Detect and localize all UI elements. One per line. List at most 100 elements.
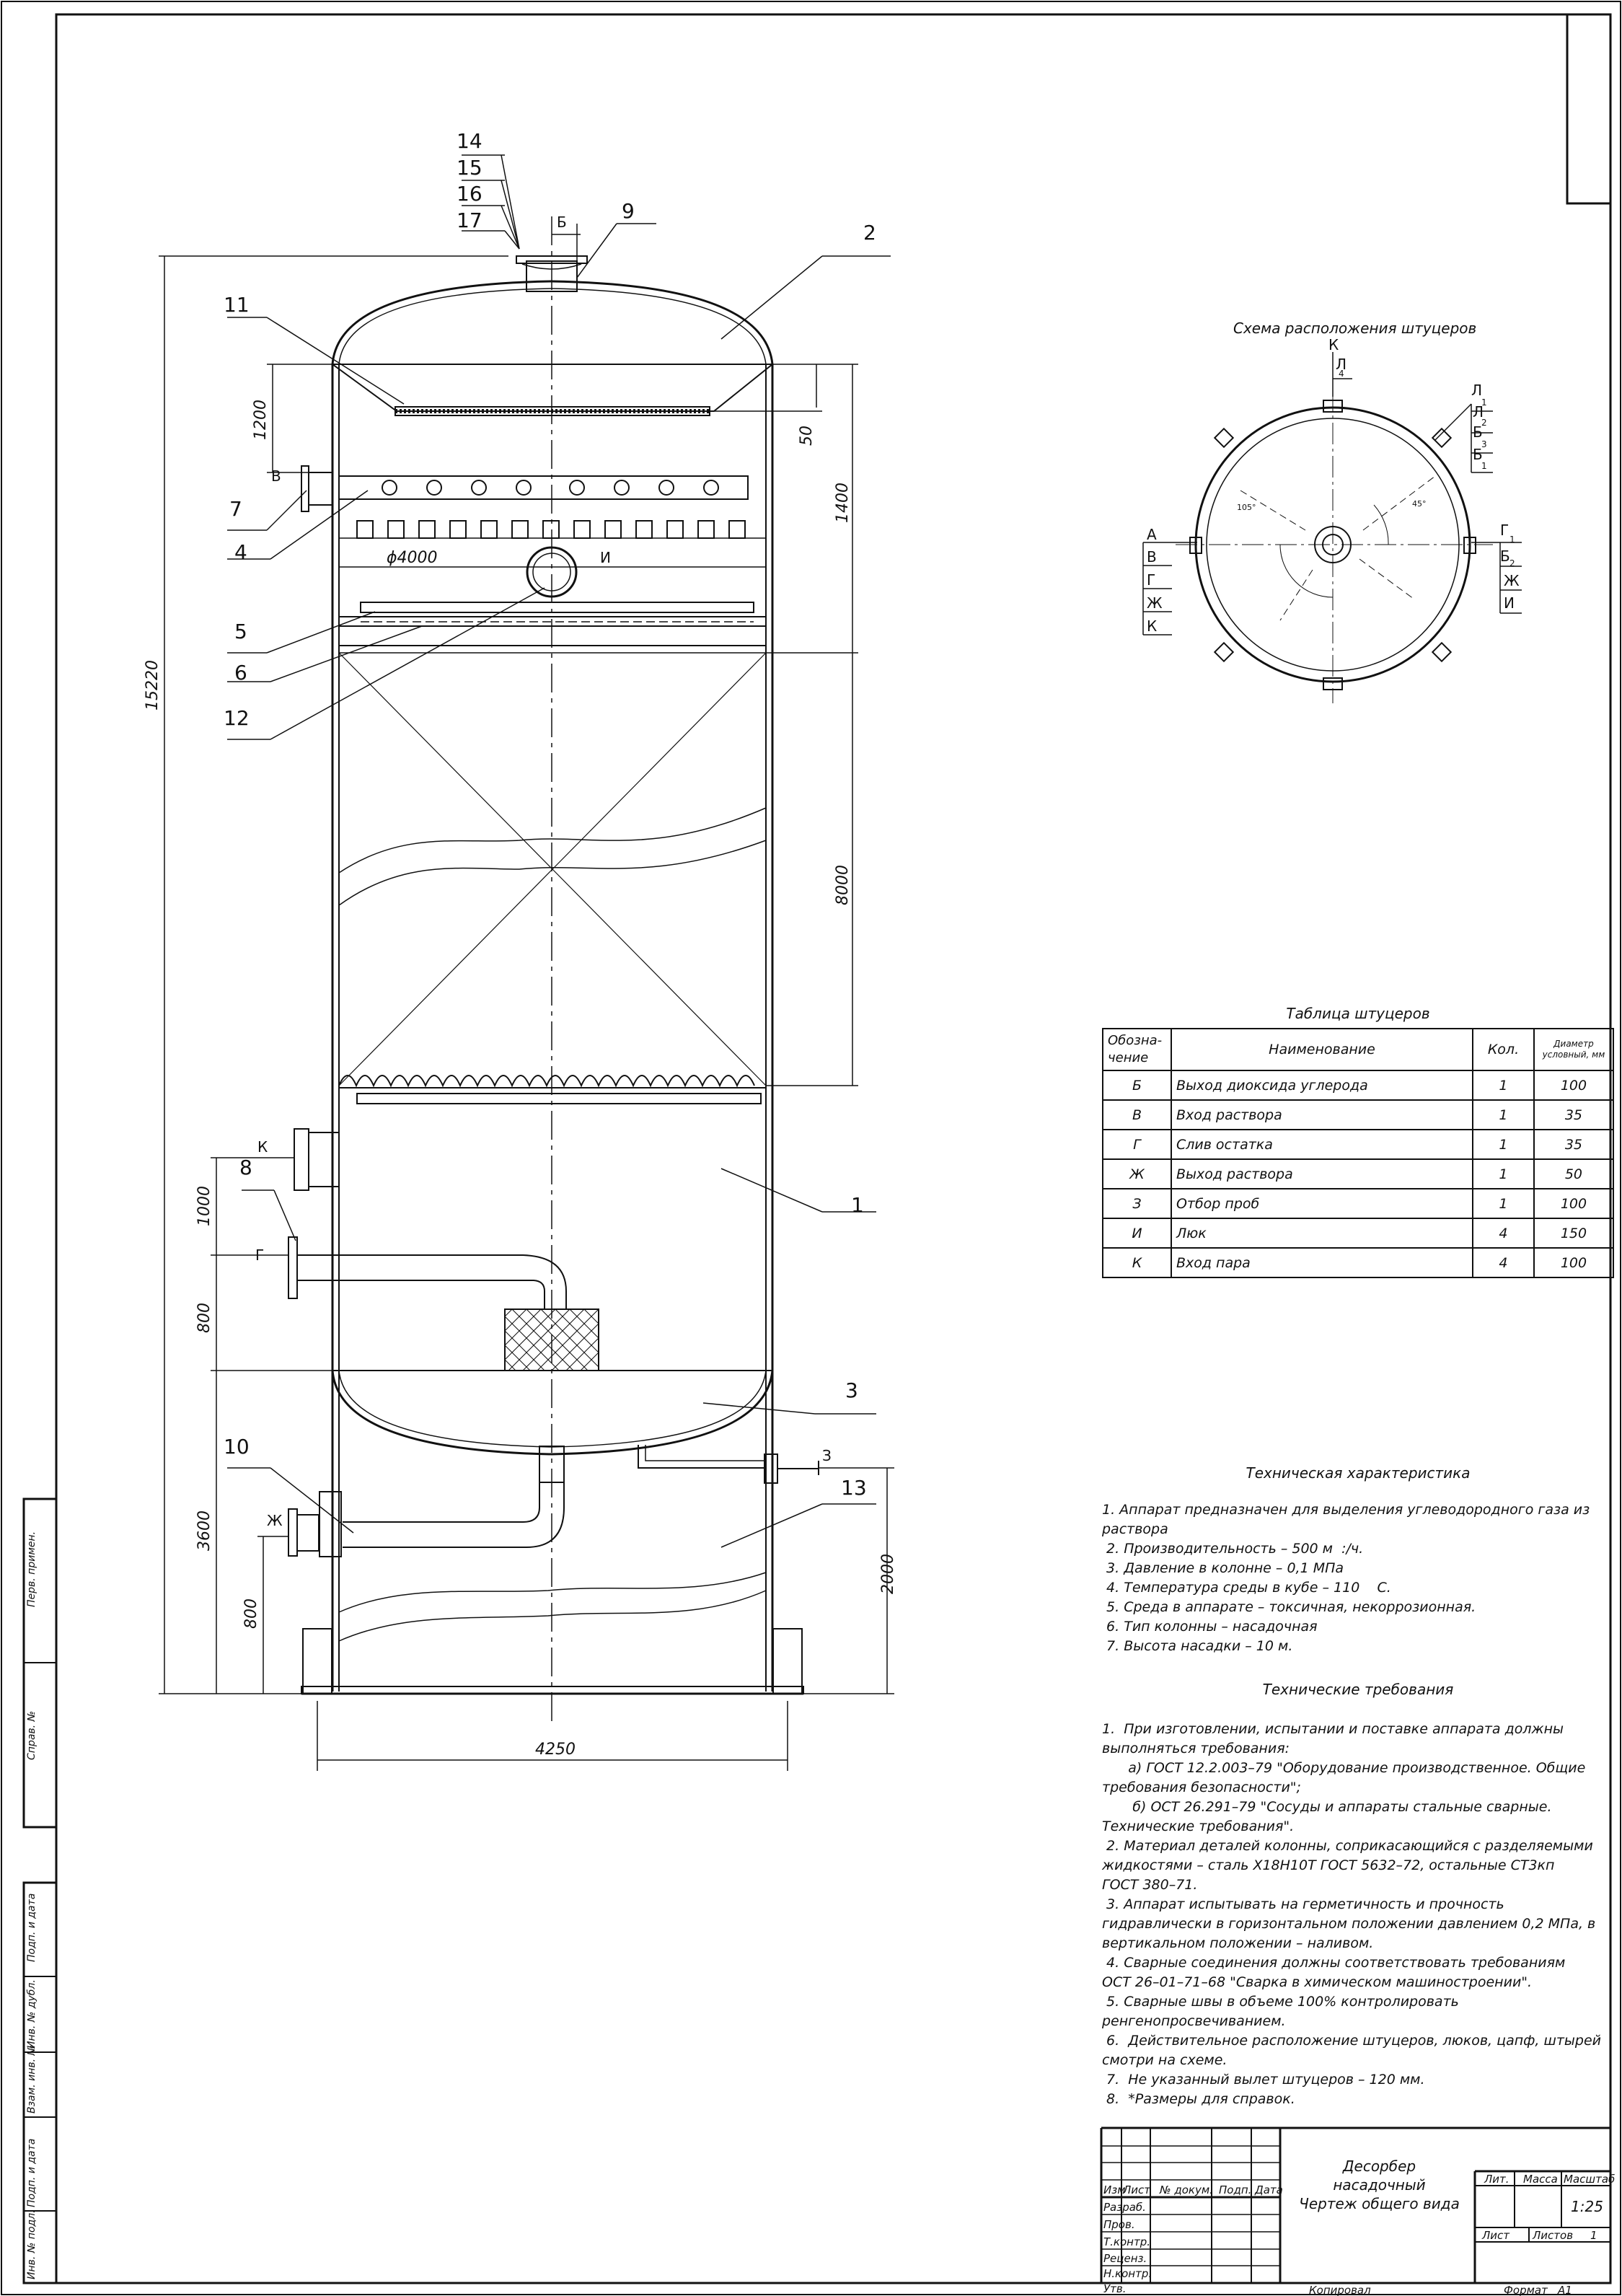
pos-16: 16 (457, 182, 482, 206)
nozzle-col-code: Обозна- чение (1102, 1028, 1172, 1071)
column-drawing (288, 216, 819, 1724)
pos-15: 15 (457, 156, 482, 180)
scheme-left-g: Г (1147, 571, 1155, 589)
cell-code: Б (1102, 1070, 1172, 1101)
cell-diam: 100 (1533, 1247, 1615, 1278)
stamp-inv-dubl: Инв. № дубл. (26, 1979, 38, 2049)
tb-lit: Лит. (1484, 2173, 1509, 2186)
tb-row-razrab: Разраб. (1103, 2201, 1146, 2214)
title-block-name: Десорбер насадочный Чертеж общего вида (1299, 2158, 1460, 2212)
cell-code: К (1102, 1247, 1172, 1278)
nozzle-table-title: Таблица штуцеров (1286, 1005, 1430, 1022)
pos-2: 2 (863, 221, 876, 245)
cell-diam: 35 (1533, 1099, 1615, 1130)
side-stamp-labels: Перв. примен. Справ. № Подп. и дата Инв.… (26, 1531, 38, 2279)
cell-name: Люк (1170, 1218, 1474, 1249)
cell-diam: 150 (1533, 1218, 1615, 1249)
tb-row-recenz: Реценз. (1103, 2252, 1147, 2265)
pos-8: 8 (239, 1156, 252, 1179)
scheme-tr-l3: Б (1473, 423, 1483, 441)
corner-stamp-box (1566, 13, 1612, 205)
tb-masshtab: Масштаб (1564, 2173, 1615, 2186)
tech-req-text: 1. При изготовлении, испытании и поставк… (1102, 1721, 1602, 2107)
stamp-vzam-inv: Взам. инв. № (26, 2045, 38, 2114)
cell-code: И (1102, 1218, 1172, 1249)
pos-11: 11 (224, 293, 250, 317)
pos-4: 4 (234, 540, 247, 564)
dim-800-upper: 800 (195, 1303, 213, 1333)
title-block-lines (1100, 2126, 1610, 2284)
letter-z: З (822, 1447, 832, 1464)
pos-6: 6 (234, 661, 247, 685)
tb-kopiroval: Копировал (1309, 2284, 1371, 2296)
cell-qty: 4 (1472, 1218, 1535, 1249)
letter-zh: Ж (267, 1512, 283, 1529)
cell-diam: 100 (1533, 1070, 1615, 1101)
cell-name: Вход пара (1170, 1247, 1474, 1278)
pos-13: 13 (841, 1476, 867, 1500)
dim-1200: 1200 (252, 400, 270, 440)
letter-k: К (257, 1138, 268, 1156)
stamp-perv-primen: Перв. примен. (26, 1531, 38, 1607)
cell-diam: 35 (1533, 1129, 1615, 1160)
nozzle-col-diam: Диаметр условный, мм (1533, 1028, 1615, 1071)
scheme-right-sub-1: 1 (1509, 535, 1515, 545)
cell-name: Отбор проб (1170, 1188, 1474, 1219)
tb-col-podp: Подп. (1219, 2183, 1251, 2196)
stamp-podp-data-2: Подп. и дата (26, 2139, 38, 2207)
position-numbers: 14 15 16 17 9 2 11 7 4 5 6 12 8 1 3 10 1… (224, 129, 876, 1500)
scheme-right-sub-2: 2 (1509, 558, 1515, 568)
stamp-podp-data-1: Подп. и дата (26, 1893, 38, 1962)
dimension-lines (159, 224, 894, 1771)
scheme-right-i: И (1504, 594, 1515, 612)
cell-name: Выход диоксида углерода (1170, 1070, 1474, 1101)
scheme-labels: Схема расположения штуцеров А В Г Ж К Г … (1147, 320, 1520, 635)
pos-10: 10 (224, 1435, 250, 1459)
dim-diam-4000: ϕ4000 (387, 549, 438, 567)
cell-qty: 1 (1472, 1158, 1535, 1189)
cell-qty: 4 (1472, 1247, 1535, 1278)
scheme-tr-sub-3: 3 (1481, 439, 1487, 449)
pos-17: 17 (457, 208, 482, 232)
scheme-top-sub: 4 (1339, 369, 1344, 379)
cell-code: З (1102, 1188, 1172, 1219)
nozzle-col-name: Наименование (1170, 1028, 1474, 1071)
dimension-labels: 15220 1200 50 1400 ϕ4000 8000 1000 800 3… (144, 400, 897, 1759)
tb-list: Лист (1481, 2229, 1510, 2242)
scheme-left-zh: Ж (1147, 594, 1163, 612)
cell-qty: 1 (1472, 1099, 1535, 1130)
drawing-letters: Б В И К Г Ж З (255, 214, 832, 1529)
scheme-left-a: А (1147, 526, 1157, 543)
cell-diam: 50 (1533, 1158, 1615, 1189)
tech-char-text: 1. Аппарат предназначен для выделения уг… (1102, 1502, 1590, 1654)
tb-col-doc: № докум. (1159, 2183, 1213, 2196)
scheme-right-b: Б (1500, 547, 1510, 565)
scheme-right-g: Г (1500, 522, 1509, 539)
scheme-top-l: Л (1336, 356, 1346, 373)
scheme-tr-l1: Л (1471, 382, 1482, 399)
dim-1000: 1000 (195, 1186, 213, 1226)
cell-code: Г (1102, 1129, 1172, 1160)
tb-row-nkontr: Н.контр. (1103, 2267, 1152, 2280)
cell-code: Ж (1102, 1158, 1172, 1189)
dim-3600: 3600 (195, 1510, 213, 1551)
scheme-angle-45: 45° (1412, 499, 1427, 509)
pos-3: 3 (845, 1378, 858, 1402)
dim-1400: 1400 (834, 483, 852, 523)
tb-listov: Листов (1532, 2229, 1573, 2242)
pos-14: 14 (457, 129, 482, 153)
tech-char-title: Техническая характеристика (1246, 1464, 1471, 1482)
dim-800-lower: 800 (242, 1598, 260, 1629)
scheme-tr-sub-4: 1 (1481, 461, 1487, 471)
scheme-tr-sub-2: 2 (1481, 418, 1487, 428)
tb-col-data: Дата (1254, 2183, 1283, 2196)
scheme-top-k: К (1328, 336, 1339, 353)
pos-5: 5 (234, 620, 247, 643)
